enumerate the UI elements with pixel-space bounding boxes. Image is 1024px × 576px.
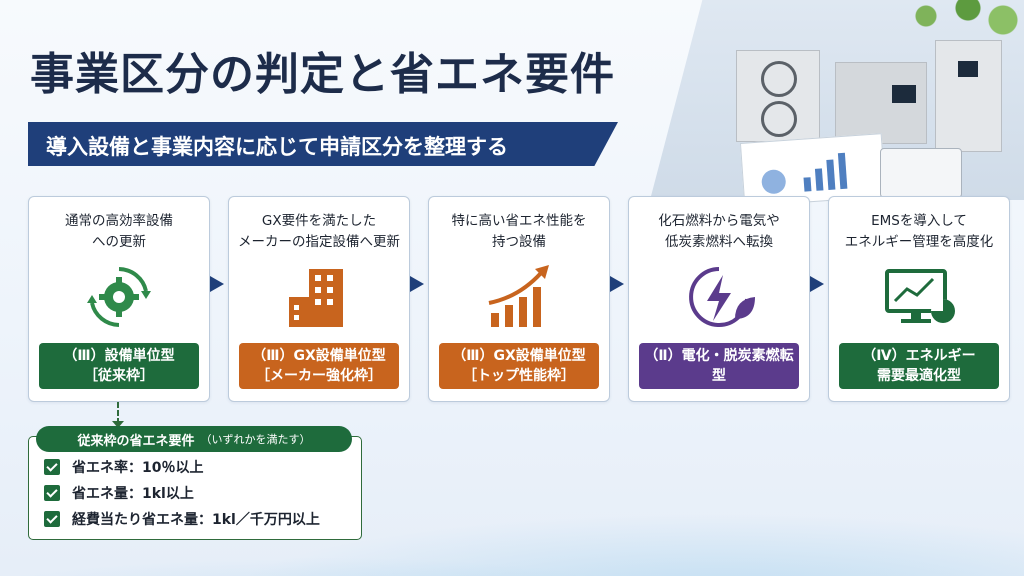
category-badge: （Ⅲ）GX設備単位型 ［トップ性能枠］	[439, 343, 599, 389]
card-description: GX要件を満たした メーカーの指定設備へ更新	[238, 213, 400, 250]
category-card-ems: EMSを導入して エネルギー管理を高度化 （Ⅳ）エネルギー 需要最適化型	[828, 196, 1010, 402]
requirement-item: 経費当たり省エネ量：1kl／千万円以上	[44, 508, 320, 530]
category-badge: （Ⅳ）エネルギー 需要最適化型	[839, 343, 999, 389]
subtitle-banner	[28, 122, 618, 166]
arrow-right-icon	[210, 276, 224, 292]
requirements-title: 従来枠の省エネ要件 （いずれかを満たす）	[36, 426, 352, 452]
page-subtitle: 導入設備と事業内容に応じて申請区分を整理する	[46, 135, 508, 159]
document-image	[739, 133, 887, 207]
machine-image	[835, 62, 927, 144]
card-description: 通常の高効率設備 への更新	[65, 213, 173, 250]
connector-dashed-line	[117, 402, 119, 424]
arrow-right-icon	[610, 276, 624, 292]
category-badge: （Ⅲ）設備単位型 ［従来枠］	[39, 343, 199, 389]
calculator-image	[880, 148, 962, 198]
requirement-item: 省エネ量：1kl以上	[44, 482, 194, 504]
category-badge: （Ⅱ）電化・脱炭素燃転型	[639, 343, 799, 389]
category-badge: （Ⅲ）GX設備単位型 ［メーカー強化枠］	[239, 343, 399, 389]
category-card-electrification: 化石燃料から電気や 低炭素燃料へ転換 （Ⅱ）電化・脱炭素燃転型	[628, 196, 810, 402]
growth-chart-icon	[479, 261, 559, 333]
checkbox-checked-icon	[44, 459, 60, 475]
arrow-right-icon	[810, 276, 824, 292]
arrow-down-icon	[112, 421, 124, 428]
category-card-standard: 通常の高効率設備 への更新 （Ⅲ）設備単位型 ［従来枠］	[28, 196, 210, 402]
category-card-maker: GX要件を満たした メーカーの指定設備へ更新 （Ⅲ）GX設備単位型 ［メーカー強…	[228, 196, 410, 402]
boiler-image	[935, 40, 1002, 152]
checkbox-checked-icon	[44, 511, 60, 527]
card-description: 特に高い省エネ性能を 持つ設備	[451, 213, 587, 250]
monitor-chart-icon	[879, 261, 959, 333]
requirement-item: 省エネ率：10％以上	[44, 456, 203, 478]
gear-cycle-icon	[79, 261, 159, 333]
requirements-box	[28, 436, 362, 540]
outdoor-unit-image	[736, 50, 820, 142]
category-card-top-performance: 特に高い省エネ性能を 持つ設備 （Ⅲ）GX設備単位型 ［トップ性能枠］	[428, 196, 610, 402]
card-description: 化石燃料から電気や 低炭素燃料へ転換	[658, 213, 780, 250]
page-title: 事業区分の判定と省エネ要件	[30, 49, 615, 100]
factory-building-icon	[279, 261, 359, 333]
leaves-decoration	[884, 0, 1024, 40]
arrow-right-icon	[410, 276, 424, 292]
lightning-leaf-icon	[679, 261, 759, 333]
card-description: EMSを導入して エネルギー管理を高度化	[844, 213, 994, 250]
checkbox-checked-icon	[44, 485, 60, 501]
